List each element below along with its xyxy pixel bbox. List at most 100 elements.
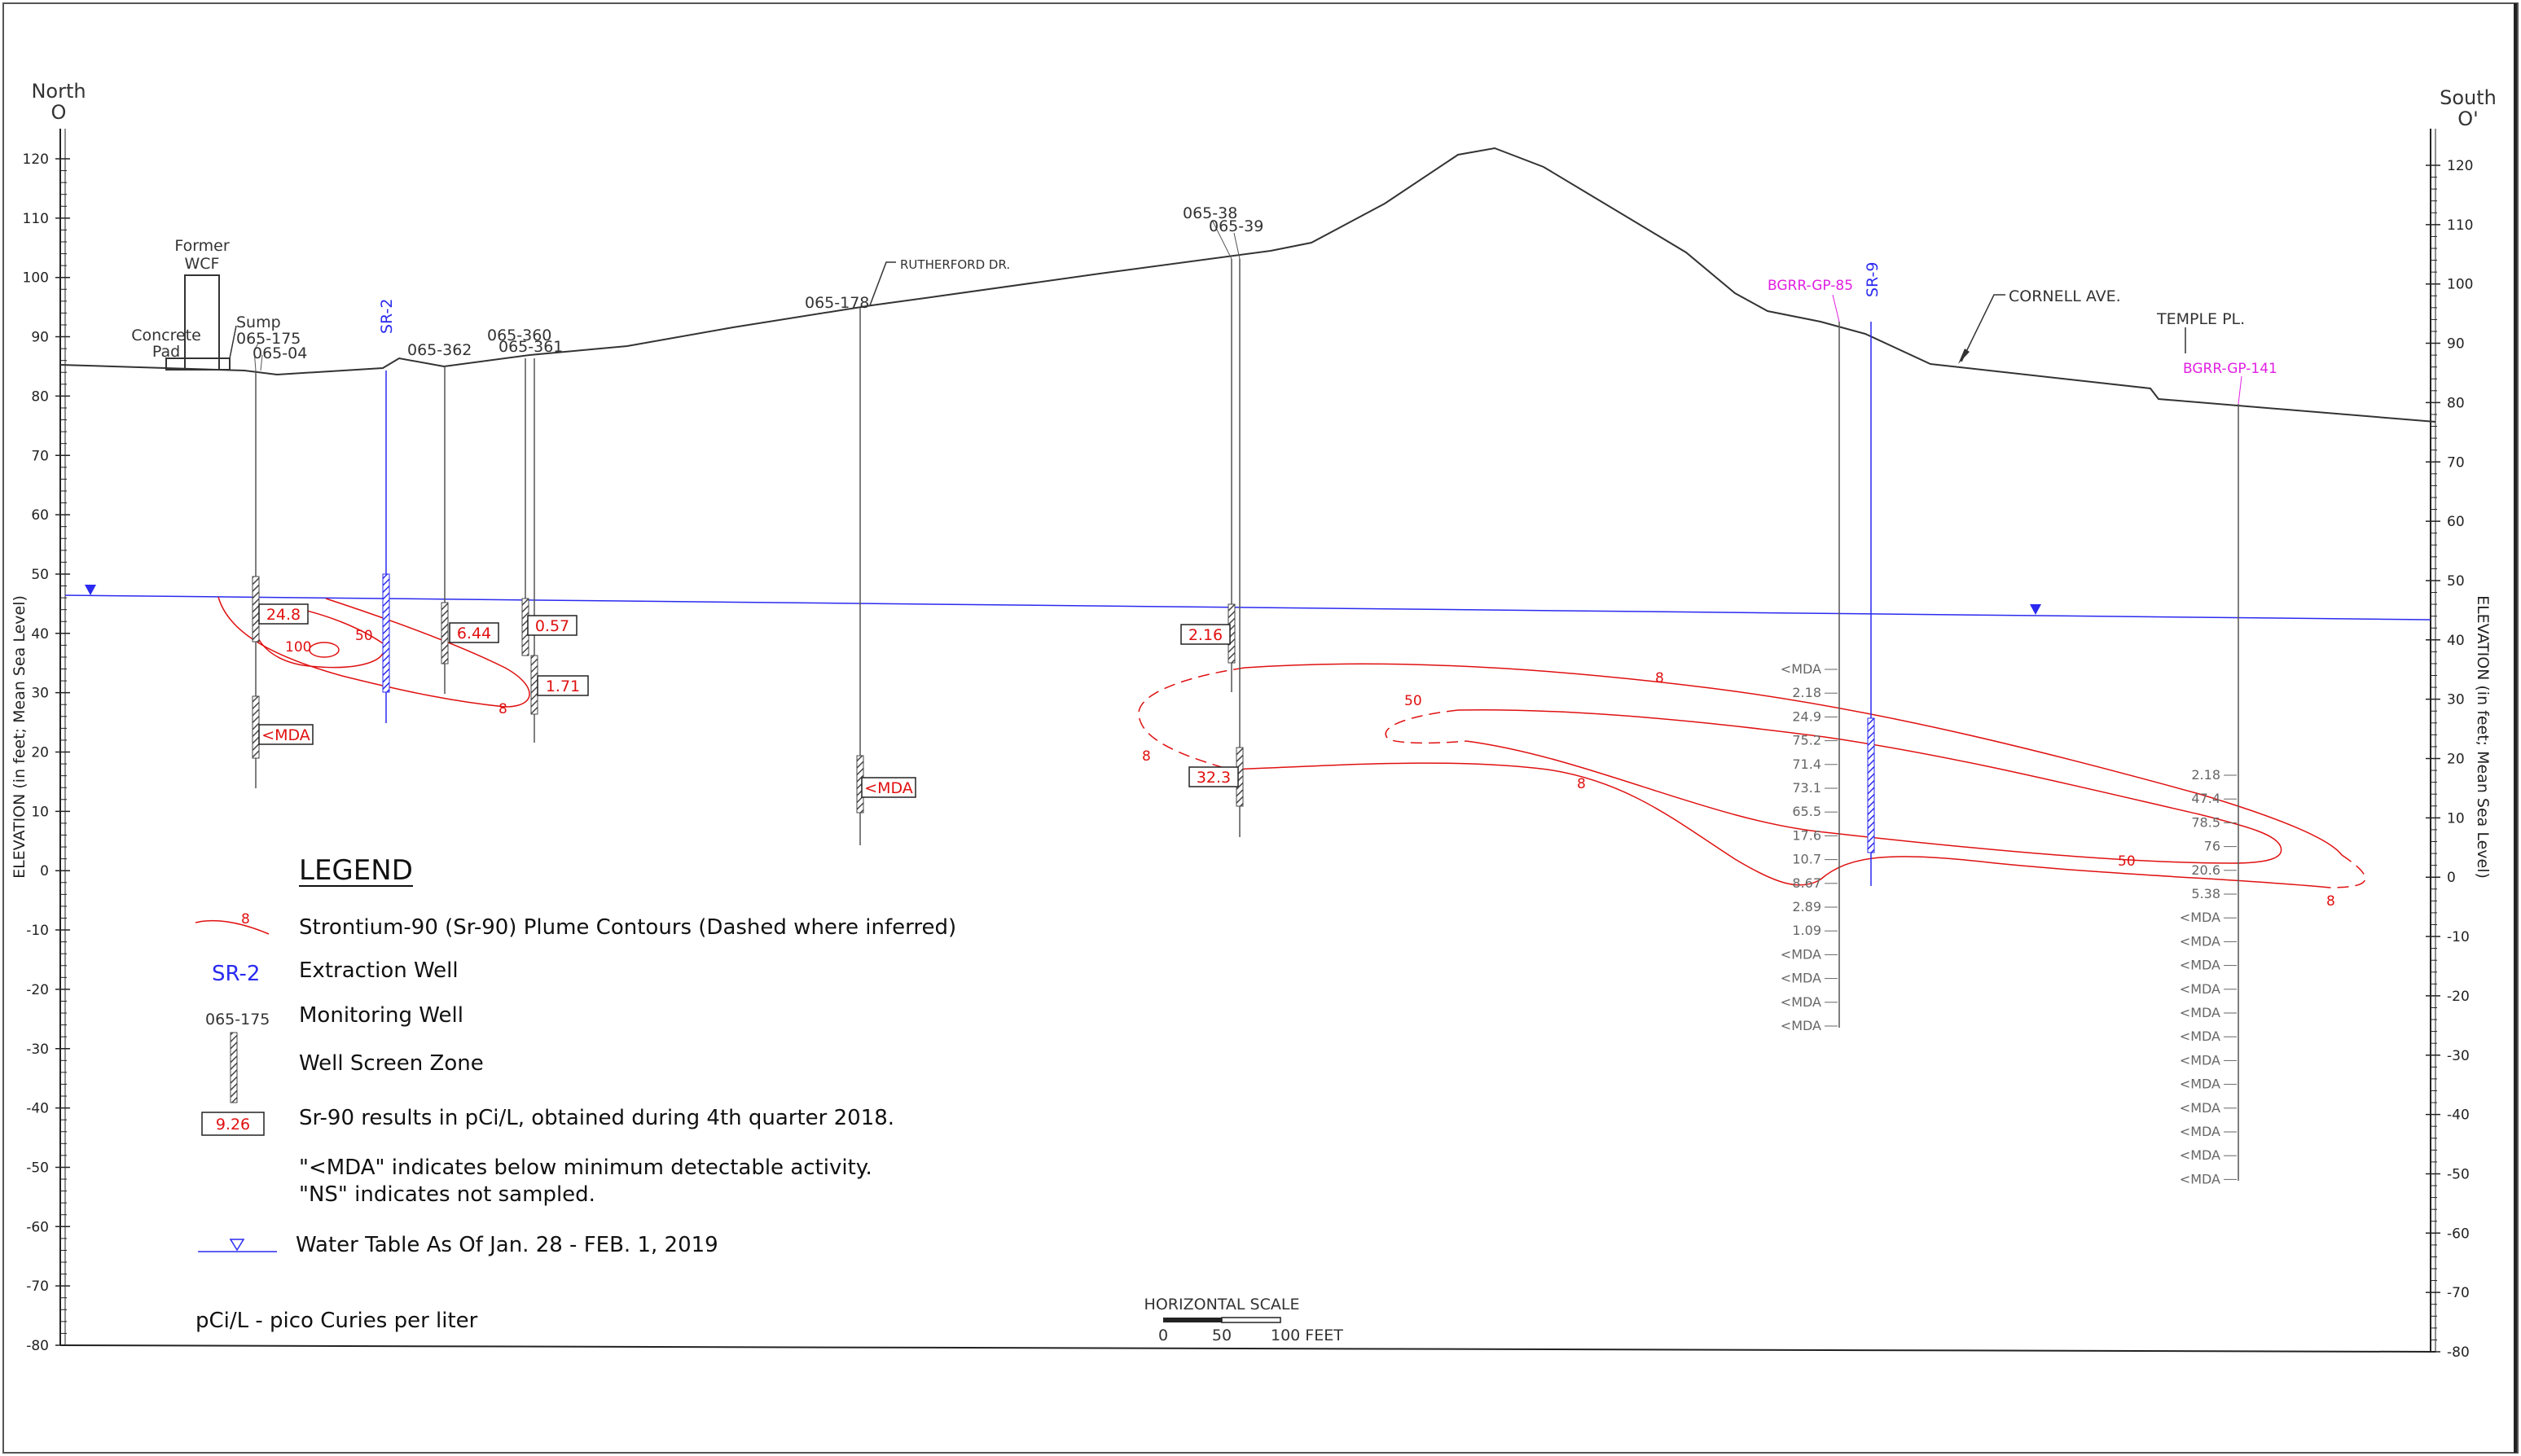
water-table-marker-left (85, 585, 96, 595)
cornell-label: CORNELL AVE. (2009, 287, 2121, 305)
depth-value: 2.18 (2191, 767, 2220, 783)
left-tick-label: -30 (26, 1042, 49, 1058)
left-tick-label: -80 (26, 1338, 49, 1354)
svg-text:0.57: 0.57 (535, 617, 569, 635)
legend-screen-sample (230, 1032, 238, 1103)
extraction-well-sr-2[interactable] (382, 371, 390, 723)
svg-text:<MDA: <MDA (864, 779, 913, 797)
right-axis-title: ELEVATION (in feet; Mean Sea Level) (2474, 595, 2492, 879)
contour-label-50-north: 50 (355, 628, 373, 644)
left-tick-label: 100 (23, 270, 49, 287)
left-tick-label: 40 (31, 626, 49, 642)
south-point-label: O' (2457, 107, 2479, 130)
depth-value: 5.38 (2191, 886, 2220, 901)
left-tick-label: 80 (31, 388, 49, 405)
water-table-marker-right (2030, 604, 2041, 615)
concrete-label: Concrete (131, 327, 201, 344)
well-065-38-label: 065-38 (1183, 204, 1237, 222)
depth-value: <MDA (2180, 1028, 2220, 1044)
well-065-39-label: 065-39 (1209, 217, 1263, 235)
svg-text:<MDA: <MDA (261, 726, 310, 744)
right-tick-label: 40 (2447, 633, 2465, 649)
well-065-175[interactable] (252, 371, 260, 788)
extraction-well-sr-9[interactable] (1867, 322, 1875, 886)
depth-value: <MDA (1781, 661, 1821, 677)
well-065-362[interactable] (441, 366, 449, 694)
left-tick-label: 90 (31, 330, 49, 346)
right-tick-label: 0 (2447, 870, 2456, 886)
depth-value: 65.5 (1792, 804, 1821, 819)
right-tick-label: -40 (2447, 1107, 2470, 1124)
svg-text:32.3: 32.3 (1197, 769, 1231, 787)
contour-label-100: 100 (285, 639, 311, 656)
bgrr-gp-141-depth-values: 2.1847.478.57620.65.38<MDA<MDA<MDA<MDA<M… (2180, 767, 2237, 1186)
well-065-360[interactable] (521, 358, 529, 656)
plume-contour-8-south-dashed (1138, 667, 1245, 770)
depth-value: 75.2 (1792, 733, 1821, 748)
cornell-arrowhead (1958, 349, 1970, 364)
right-tick-label: -10 (2447, 929, 2470, 945)
well-065-175-label: 065-175 (236, 330, 301, 348)
ground-surface (59, 147, 2436, 423)
depth-value: 47.4 (2191, 791, 2220, 806)
depth-value: <MDA (2180, 1171, 2220, 1186)
right-tick-label: 110 (2447, 217, 2473, 234)
scale-bar-50-100 (1221, 1317, 1281, 1323)
well-065-362-label: 065-362 (407, 341, 472, 359)
left-axis-title: ELEVATION (in feet; Mean Sea Level) (11, 595, 29, 879)
legend-result-text: Sr-90 results in pCi/L, obtained during … (299, 1106, 894, 1130)
right-tick-label: 20 (2447, 752, 2465, 768)
depth-value: 76 (2204, 839, 2220, 854)
depth-value: 1.09 (1792, 923, 1821, 938)
result-box-0-57: 0.57 (527, 615, 578, 636)
legend-title: LEGEND (299, 854, 413, 887)
result-box-mda-065-178: <MDA (861, 777, 916, 798)
well-bgrr-gp-141-pointer (2238, 375, 2242, 405)
depth-value: <MDA (2180, 1124, 2220, 1139)
well-bgrr-gp-85-label: BGRR-GP-85 (1768, 278, 1853, 294)
well-065-04-label: 065-04 (253, 344, 307, 362)
svg-text:1.71: 1.71 (546, 678, 580, 695)
legend-monitoring-sample: 065-175 (205, 1011, 270, 1028)
contour-label-50-south-left: 50 (1404, 693, 1422, 709)
left-tick-label: 60 (31, 507, 49, 524)
well-065-178[interactable] (856, 308, 864, 845)
depth-value: 20.6 (2191, 862, 2220, 878)
well-065-361-label: 065-361 (498, 338, 563, 356)
plume-contour-8-south-tip-dashed (2329, 854, 2366, 888)
scale-label-100: 100 FEET (1271, 1327, 1343, 1344)
result-box-24-8: 24.8 (258, 603, 309, 625)
well-bgrr-gp-85-pointer (1832, 294, 1840, 322)
right-tick-label: 60 (2447, 514, 2465, 530)
right-tick-label: 90 (2447, 336, 2465, 353)
left-tick-label: -50 (26, 1160, 49, 1176)
right-tick-label: 80 (2447, 395, 2465, 411)
well-bgrr-gp-141-label: BGRR-GP-141 (2183, 361, 2277, 377)
south-label: South (2440, 86, 2497, 109)
former-wcf-label: Former (174, 237, 230, 255)
left-tick-label: -10 (26, 923, 49, 939)
plume-contour-100-north (309, 642, 340, 658)
right-tick-label: 10 (2447, 810, 2465, 827)
well-065-361[interactable] (530, 358, 538, 743)
well-065-39-pointer (1233, 232, 1241, 260)
svg-text:2.16: 2.16 (1188, 626, 1223, 644)
north-label: North (31, 80, 86, 103)
depth-value: <MDA (2180, 933, 2220, 949)
left-tick-label: -40 (26, 1101, 49, 1117)
left-tick-label: 10 (31, 804, 49, 820)
right-tick-label: 50 (2447, 573, 2465, 590)
plume-contour-50-south-dashed (1385, 709, 1467, 744)
depth-value: 10.7 (1792, 852, 1821, 867)
scale-label-50: 50 (1212, 1327, 1232, 1344)
left-tick-label: 120 (23, 151, 49, 168)
legend-screen-text: Well Screen Zone (299, 1051, 484, 1076)
plume-contour-8-south (1244, 663, 2343, 856)
cornell-pointer (1961, 294, 2005, 362)
left-tick-label: 30 (31, 686, 49, 702)
legend-extraction-text: Extraction Well (299, 958, 459, 983)
well-065-39[interactable] (1236, 259, 1244, 837)
legend-contour-sample (195, 919, 270, 935)
temple-label: TEMPLE PL. (2156, 310, 2245, 328)
